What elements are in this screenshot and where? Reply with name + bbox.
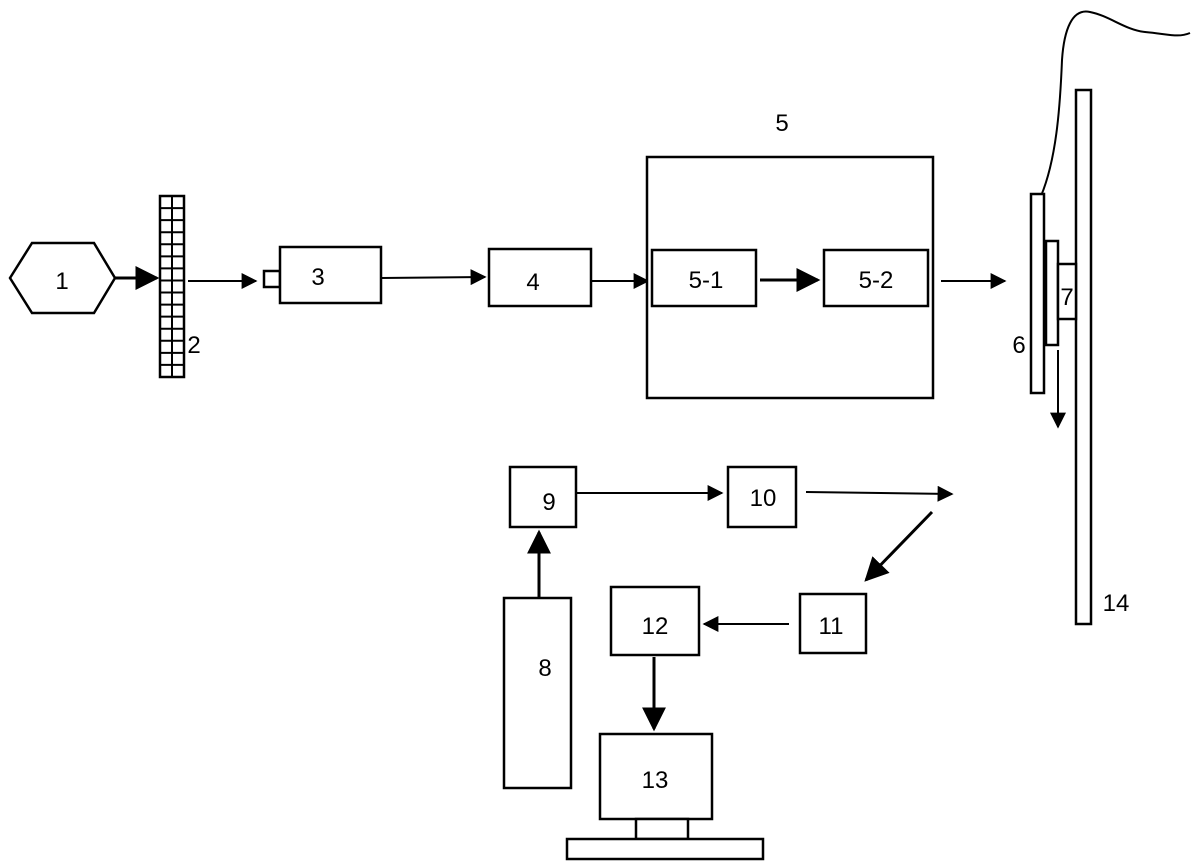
label-13: 13 [642, 767, 669, 794]
label-5-1: 5-1 [689, 267, 724, 294]
component-5-container: 5 5-1 5-2 [645, 110, 935, 400]
label-1: 1 [55, 268, 68, 295]
component-12: 12 [609, 585, 701, 657]
label-10: 10 [750, 485, 777, 512]
component-1-source: 1 [8, 241, 117, 315]
component-7: 7 [1044, 239, 1078, 347]
arrow-10-out [805, 485, 954, 502]
label-2: 2 [187, 332, 200, 359]
component-11: 11 [798, 592, 868, 655]
label-8: 8 [538, 655, 551, 682]
component-5-2 [822, 248, 930, 308]
label-7: 7 [1060, 284, 1073, 311]
label-6: 6 [1012, 332, 1025, 359]
component-10: 10 [726, 465, 798, 529]
arrow-to-11 [864, 510, 934, 582]
component-5-1 [650, 248, 758, 308]
component-3: 3 [262, 245, 383, 305]
component-8: 8 [502, 596, 573, 790]
label-5: 5 [775, 110, 788, 137]
component-4: 4 [487, 247, 593, 308]
label-14: 14 [1103, 590, 1130, 617]
component-2-grid: 2 [158, 194, 201, 379]
component-9: 9 [508, 465, 578, 529]
label-12: 12 [642, 613, 669, 640]
cable [1040, 10, 1191, 197]
label-9: 9 [542, 489, 555, 516]
label-11: 11 [819, 613, 844, 640]
component-14-plate: 14 [1074, 88, 1130, 626]
component-6: 6 [1012, 192, 1046, 395]
label-4: 4 [526, 269, 539, 296]
component-13-monitor: 13 [565, 732, 765, 861]
label-5-2: 5-2 [859, 267, 894, 294]
arrow-3-to-4 [380, 269, 487, 286]
label-3: 3 [311, 264, 324, 291]
